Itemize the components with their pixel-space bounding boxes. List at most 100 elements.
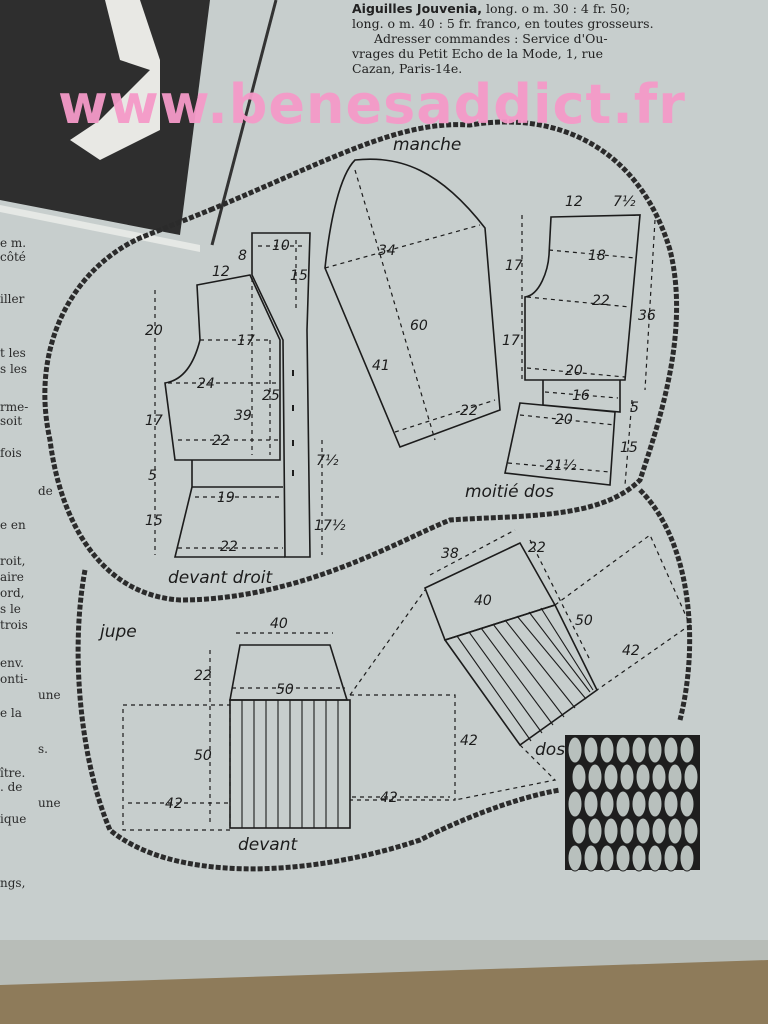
measure: 20 xyxy=(565,363,583,379)
knit-stitch xyxy=(631,844,647,872)
knit-stitch xyxy=(635,763,651,791)
knit-stitch xyxy=(631,790,647,818)
knit-stitch xyxy=(663,790,679,818)
measure: 40 xyxy=(474,593,492,609)
margin-text-line: s. xyxy=(38,742,48,756)
knit-stitch xyxy=(679,736,695,764)
measure: 50 xyxy=(276,682,294,698)
measure: 42 xyxy=(622,643,640,659)
measure: 22 xyxy=(592,293,610,309)
watermark: www.benesaddict.fr xyxy=(58,73,686,136)
measure: 15 xyxy=(145,513,163,529)
margin-text-line: s le xyxy=(0,602,21,616)
margin-text-line: trois xyxy=(0,618,28,632)
margin-text-line: ître. xyxy=(0,766,26,780)
devant-droit-measures: 12 8 10 15 20 17 24 39 25 17 22 5 19 15 … xyxy=(145,238,346,588)
measure: 17 xyxy=(237,333,255,349)
measure: 34 xyxy=(378,243,396,259)
knit-stitch xyxy=(571,763,587,791)
measure: 15 xyxy=(620,440,638,456)
margin-text-line: e la xyxy=(0,706,22,720)
piece-label-moitie-dos: moitié dos xyxy=(465,482,554,502)
text: long. o m. 30 : 4 fr. 50; xyxy=(482,1,631,16)
measure: 7½ xyxy=(613,194,636,210)
measure: 12 xyxy=(565,194,583,210)
knit-stitch xyxy=(683,763,699,791)
knit-stitch xyxy=(619,763,635,791)
devant-droit-piece xyxy=(154,232,323,558)
measure: 19 xyxy=(217,490,235,506)
jupe-devant-piece xyxy=(122,589,456,831)
knit-stitch xyxy=(583,736,599,764)
measure: 50 xyxy=(194,748,212,764)
margin-text-line: aire xyxy=(0,570,24,584)
knit-stitch xyxy=(683,817,699,845)
article-text-line: Aiguilles Jouvenia, long. o m. 30 : 4 fr… xyxy=(352,2,630,16)
manche-piece xyxy=(324,158,501,449)
knit-stitch xyxy=(567,844,583,872)
measure: 42 xyxy=(460,733,478,749)
margin-text-line: ord, xyxy=(0,586,25,600)
knit-stitch xyxy=(663,844,679,872)
cord-outline xyxy=(42,119,693,872)
jupe-dos-piece xyxy=(423,529,691,801)
knit-stitch xyxy=(603,763,619,791)
margin-text-line: onti- xyxy=(0,672,28,686)
article-text-line: long. o m. 40 : 5 fr. franco, en toutes … xyxy=(352,16,654,31)
margin-text-line: ngs, xyxy=(0,876,26,890)
measure: 18 xyxy=(588,248,606,264)
measure: 5 xyxy=(630,400,639,416)
measure: 40 xyxy=(270,616,288,632)
margin-text-line: s les xyxy=(0,362,28,376)
margin-text-line: de xyxy=(38,484,53,498)
measure: 38 xyxy=(441,546,459,562)
knit-stitch xyxy=(667,763,683,791)
measure: 42 xyxy=(380,790,398,806)
measure: 15 xyxy=(290,268,308,284)
measure: 25 xyxy=(262,388,280,404)
measure: 20 xyxy=(145,323,163,339)
measure: 8 xyxy=(238,248,247,264)
measure: 24 xyxy=(197,376,215,392)
article-text-line: Cazan, Paris-14e. xyxy=(352,61,463,76)
knit-stitch xyxy=(647,844,663,872)
photo-woman xyxy=(0,0,278,252)
moitie-dos-measures: 12 7½ 18 17 22 17 36 20 16 5 20 21½ 15 m… xyxy=(465,194,656,502)
knit-stitch xyxy=(663,736,679,764)
knit-stitch xyxy=(603,817,619,845)
measure: 39 xyxy=(234,408,252,424)
margin-text-line: e en xyxy=(0,518,26,532)
knit-stitch xyxy=(647,736,663,764)
knit-stitch xyxy=(599,736,615,764)
measure: 22 xyxy=(528,540,546,556)
knit-stitch xyxy=(679,844,695,872)
knit-stitch xyxy=(567,736,583,764)
measure: 16 xyxy=(572,388,590,404)
product-name: Aiguilles Jouvenia, xyxy=(352,1,483,16)
measure: 17½ xyxy=(314,518,346,534)
knit-stitch xyxy=(615,844,631,872)
margin-text-line: iller xyxy=(0,292,25,306)
piece-label-devant: devant xyxy=(238,835,299,855)
measure: 21½ xyxy=(545,458,577,474)
piece-label-manche: manche xyxy=(393,135,461,155)
piece-label-devant-droit: devant droit xyxy=(168,568,273,588)
margin-text-line: t les xyxy=(0,346,26,360)
knit-stitch xyxy=(679,790,695,818)
knit-stitch xyxy=(651,763,667,791)
manche-measures: manche 34 60 41 22 xyxy=(372,135,478,419)
measure: 17 xyxy=(505,258,523,274)
margin-text-line: rme- xyxy=(0,400,29,414)
measure: 50 xyxy=(575,613,593,629)
knit-stitch xyxy=(631,736,647,764)
jupe-measures: jupe 40 22 50 50 42 42 38 40 22 50 42 42… xyxy=(98,540,640,855)
measure: 7½ xyxy=(316,453,339,469)
margin-text-line: une xyxy=(38,688,61,702)
margin-text-line: ique xyxy=(0,812,27,826)
measure: 22 xyxy=(220,539,238,555)
knit-stitch xyxy=(587,763,603,791)
measure: 17 xyxy=(145,413,163,429)
article-text-line: vrages du Petit Echo de la Mode, 1, rue xyxy=(352,46,604,61)
